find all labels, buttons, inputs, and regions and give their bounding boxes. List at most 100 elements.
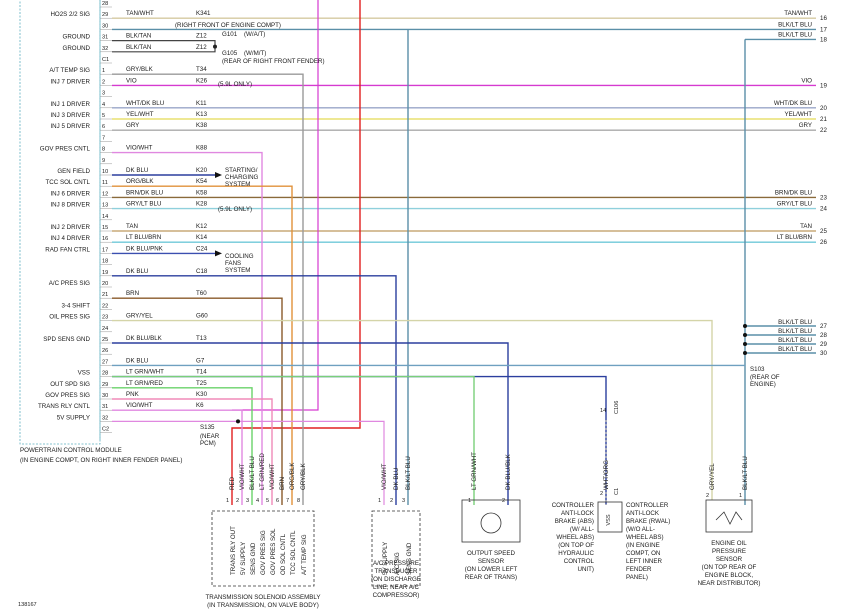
pcm-pin-number: 24 (102, 326, 108, 332)
oil-sensor-label: ENGINE OIL (711, 540, 747, 547)
pcm-pin-number: 18 (102, 259, 108, 265)
s103-label: S103 (750, 366, 765, 373)
vss-box (597, 501, 623, 533)
wire-route (112, 398, 273, 505)
wire-color-label: DK BLU (126, 268, 148, 275)
pcm-pin-number: 16 (102, 236, 108, 242)
output-sensor-label: (ON LOWER LEFT (465, 566, 518, 573)
pcm-pin-label: OIL PRES SIG (49, 314, 90, 321)
pcm-pin-number: 2 (102, 79, 105, 85)
rwal-controller-label: CONTROLLER (626, 502, 669, 509)
pcm-pin-label: A/T TEMP SIG (49, 67, 90, 74)
wire-route (112, 151, 263, 505)
pcm-pin-label: INJ 1 DRIVER (50, 101, 90, 108)
pcm-pin-label: SPD SENS GND (43, 336, 90, 343)
rwal-controller-label: FENDER (626, 566, 652, 573)
connector-pin: 1 (226, 498, 229, 504)
pcm-pin-number: 5 (102, 113, 105, 119)
splice-dot (743, 351, 747, 355)
wire-color-label: GRY/YEL (709, 463, 716, 490)
wire-color-label: TAN (126, 223, 138, 230)
pcm-pin-label: GOV PRES CNTL (40, 146, 91, 153)
pcm-pin-number: 23 (102, 315, 108, 321)
wire-color-label: DK BLU/BLK (126, 335, 163, 342)
wire-circuit-id: T60 (196, 290, 207, 297)
pcm-pin-number: 19 (102, 270, 108, 276)
wire-circuit-id: T14 (196, 369, 207, 376)
pcm-pin-label: INJ 6 DRIVER (50, 190, 90, 197)
wire-circuit-id: K20 (196, 167, 208, 174)
wire-end-pin: 27 (820, 323, 827, 330)
pcm-pin-label: OUT SPD SIG (50, 381, 90, 388)
pcm-pin-number: 12 (102, 191, 108, 197)
wire-end-color: BLK/LT BLU (778, 319, 812, 326)
wire-color-label: DK BLU (393, 468, 400, 490)
pcm-pin-number: 11 (102, 180, 108, 186)
wire-circuit-id: T25 (196, 380, 207, 387)
wire-route (112, 375, 475, 505)
output-sensor-label: SENSOR (478, 558, 505, 565)
wire-end-pin: 21 (820, 116, 827, 123)
abs-controller-label: BRAKE (ABS) (555, 518, 594, 525)
pcm-pin-number: 17 (102, 247, 108, 253)
pcm-pin-number: 27 (102, 359, 108, 365)
pcm-pin-number: 14 (102, 214, 108, 220)
wire-color-label: GRY/LT BLU (126, 201, 161, 208)
rwal-controller-label: COMPT, ON (626, 550, 660, 557)
inj7-note: (5.9L ONLY) (218, 81, 252, 88)
wire-end-color: TAN (800, 223, 812, 230)
connector-pin: 3 (246, 498, 249, 504)
pcm-pin-label: VSS (78, 370, 90, 377)
g105-label: G105 (222, 50, 238, 57)
pcm-pin-number: 13 (102, 203, 108, 209)
connector-pin: 7 (286, 498, 289, 504)
pcm-pin-label: GEN FIELD (57, 168, 90, 175)
terminal-label: 5V SUPPLY (382, 542, 389, 575)
wire-circuit-id: C18 (196, 268, 208, 275)
pcm-name: POWERTRAIN CONTROL MODULE (20, 447, 122, 454)
pcm-pin-number: 26 (102, 348, 108, 354)
pcm-pin-label: GROUND (63, 45, 91, 52)
g105-note: (W/M/T) (244, 50, 266, 57)
wire-end-color: VIO (801, 77, 812, 84)
wire-end-color: BRN/DK BLU (775, 189, 812, 196)
oil-sensor-label: PRESSURE (712, 548, 746, 555)
wire-color-label: ORG/BLK (126, 178, 154, 185)
wire-end-color: LT BLU/BRN (777, 234, 812, 241)
wire-color-label: BLK/LT BLU (405, 456, 412, 490)
pcm-pin-number: 9 (102, 158, 105, 164)
wire-color-label: WHT/DK BLU (126, 100, 164, 107)
ac-sensor-location: COMPRESSOR) (373, 592, 420, 599)
wire-route (112, 319, 713, 500)
oil-sensor-label: ENGINE BLOCK, (705, 572, 753, 579)
wire-color-label: VIO (126, 77, 137, 84)
pcm-pin-label: TCC SOL CNTL (46, 179, 91, 186)
wire-color-label: GRY (126, 122, 139, 129)
oil-sensor-label: (ON TOP REAR OF (702, 564, 757, 571)
pcm-pin-label: TRANS RLY CNTL (38, 403, 91, 410)
abs-controller-label: CONTROLLER (552, 502, 595, 509)
connector-pin: 1 (739, 493, 742, 499)
wire-route (112, 297, 283, 505)
wire-circuit-id: C24 (196, 245, 208, 252)
connector-pin: 2 (706, 493, 709, 499)
wire-end-color: TAN/WHT (784, 10, 812, 17)
vss-box-label: VSS (606, 514, 612, 525)
pcm-pin-label: GOV PRES SIG (45, 392, 90, 399)
wire-color-label: LT GRN/WHT (126, 369, 164, 376)
wire-color-label: BLK/LT BLU (249, 456, 256, 490)
pcm-pin-number: 28 (102, 1, 108, 7)
connector-body (371, 510, 421, 587)
pcm-pin-label: A/C PRES SIG (49, 280, 90, 287)
abs-controller-label: ANTI-LOCK (561, 510, 595, 517)
terminal-label: A/C SIG (394, 552, 401, 575)
vss-connector-bottom: C1 (614, 488, 620, 495)
pcm-pin-label: INJ 7 DRIVER (50, 78, 90, 85)
pcm-pin-number: C2 (102, 427, 109, 433)
connector-pin: 8 (297, 498, 300, 504)
wire-route (112, 375, 607, 505)
wire-end-color: BLK/LT BLU (778, 21, 812, 28)
